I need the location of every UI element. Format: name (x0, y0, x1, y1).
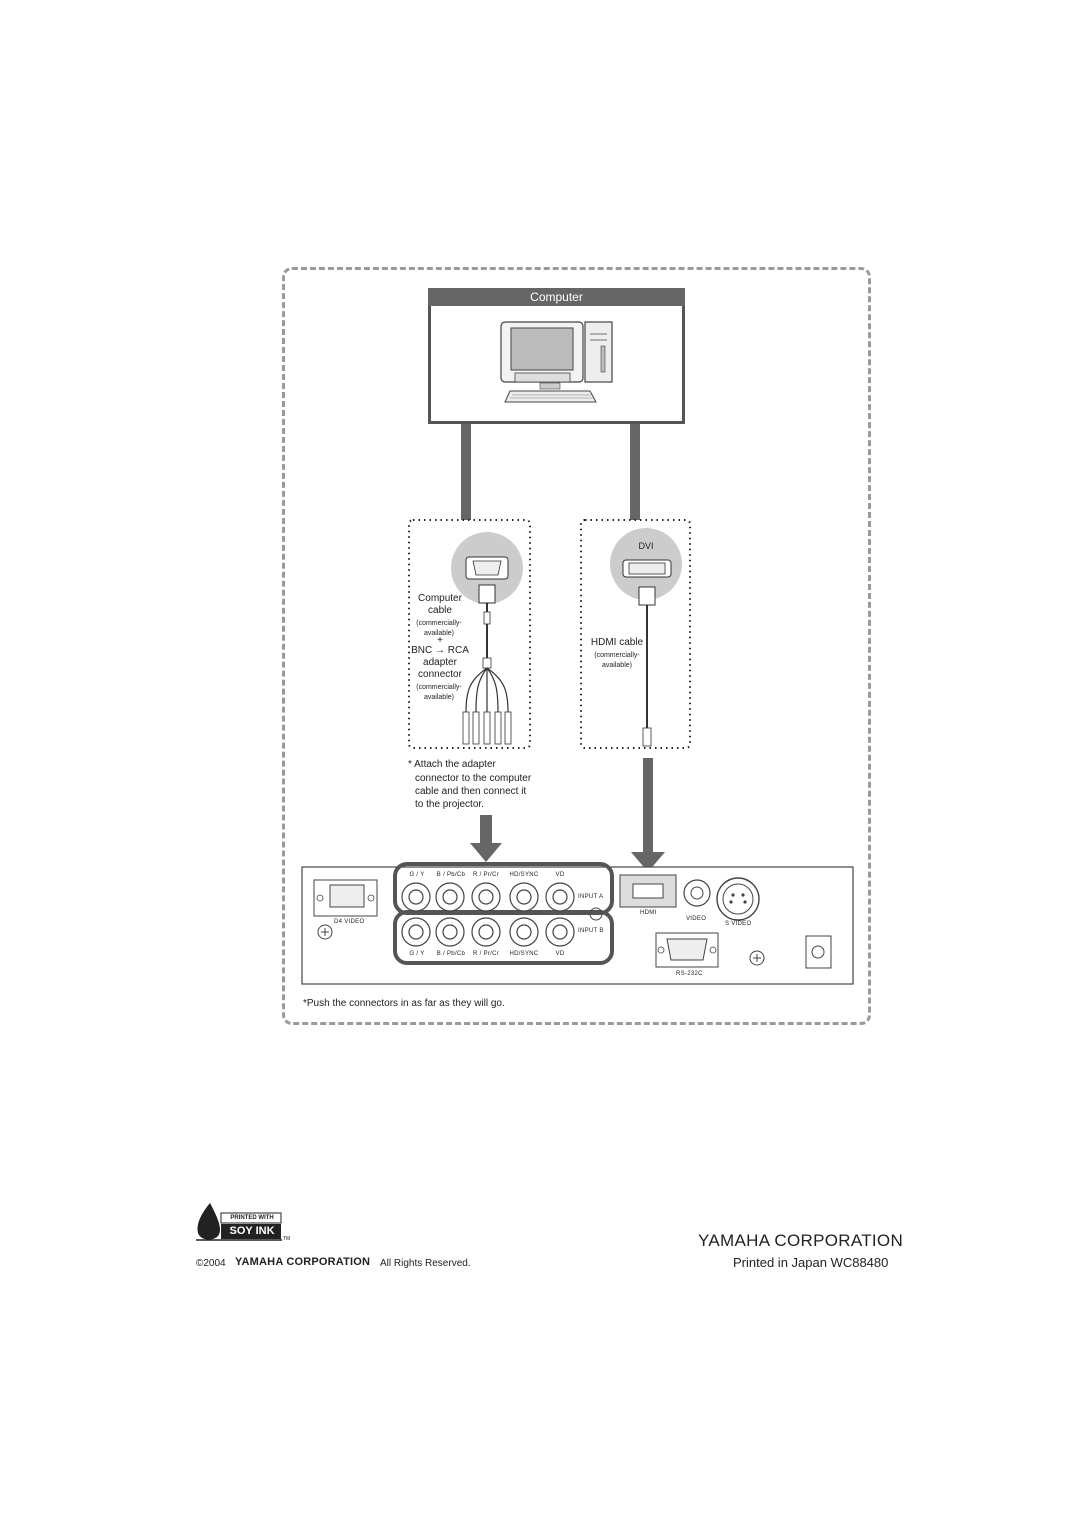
avail-1a: (commercially- (416, 620, 462, 627)
label-a-gy: G / Y (409, 872, 425, 878)
avail-2a: (commercially- (416, 684, 462, 691)
cable-label-1: Computer (418, 593, 462, 604)
cable-bar-right (630, 424, 640, 520)
printed-in-japan: Printed in Japan WC88480 (733, 1255, 889, 1270)
corp-big: YAMAHA CORPORATION (698, 1231, 904, 1250)
cable-bar-left (461, 424, 471, 520)
rs232c-label: RS-232C (676, 971, 703, 977)
avail-2b: available) (424, 694, 454, 701)
label-b-gy: G / Y (409, 951, 425, 957)
svideo-port-label: S VIDEO (725, 921, 752, 927)
left-dotted-panel (408, 519, 531, 749)
label-b-vd: VD (555, 951, 565, 957)
hdmi-port-label: HDMI (640, 910, 657, 916)
label-a-r: R / Pr/Cr (472, 872, 500, 878)
bnc-rca-label: BNC → RCA (411, 645, 469, 656)
soy-tm: TM (283, 1236, 291, 1242)
hdmi-arrow-shaft (643, 758, 653, 854)
connector-label: connector (418, 669, 462, 680)
input-a-label: INPUT A (578, 894, 604, 900)
label-b-hd: HD/SYNC (509, 951, 539, 957)
computer-title: Computer (428, 288, 685, 306)
rights-reserved: All Rights Reserved. (380, 1258, 471, 1269)
soy-top-text: PRINTED WITH (230, 1215, 274, 1221)
label-b-b: B / Pb/Cb (436, 951, 466, 957)
input-arrow-head (470, 843, 502, 862)
d4-video-label: D4 VIDEO (334, 919, 365, 925)
hdmi-cable-label: HDMI cable (590, 637, 644, 648)
note-line-2: connector to the computer (415, 773, 532, 784)
computer-illustration (500, 321, 613, 403)
cable-label-2: cable (428, 605, 452, 616)
soy-main-text: SOY INK (229, 1225, 275, 1237)
adapter-label: adapter (423, 657, 457, 668)
diagram-frame (282, 267, 871, 1025)
copyright-year: ©2004 (196, 1258, 226, 1269)
hdmi-arrow-head (631, 852, 665, 872)
dvi-label: DVI (638, 541, 654, 551)
soy-ink-logo (196, 1203, 282, 1241)
label-a-b: B / Pb/Cb (436, 872, 466, 878)
input-b-label: INPUT B (578, 928, 604, 934)
label-b-r: R / Pr/Cr (472, 951, 500, 957)
avail-1b: available) (424, 630, 454, 637)
note-line-1: * Attach the adapter (408, 759, 496, 770)
corp-small: YAMAHA CORPORATION (235, 1256, 371, 1268)
note-line-3: cable and then connect it (415, 786, 527, 797)
hdmi-avail-b: available) (602, 662, 632, 669)
hdmi-avail-a: (commercially- (594, 652, 640, 659)
input-b-frame (393, 910, 614, 965)
right-dotted-panel (580, 519, 691, 749)
video-port-label: VIDEO (686, 916, 707, 922)
push-note: *Push the connectors in as far as they w… (303, 998, 505, 1009)
projector-panel (301, 866, 854, 985)
label-a-hd: HD/SYNC (509, 872, 539, 878)
input-arrow-shaft (480, 815, 492, 845)
note-line-4: to the projector. (415, 799, 484, 810)
plus-sign: + (437, 635, 443, 646)
label-a-vd: VD (555, 872, 565, 878)
